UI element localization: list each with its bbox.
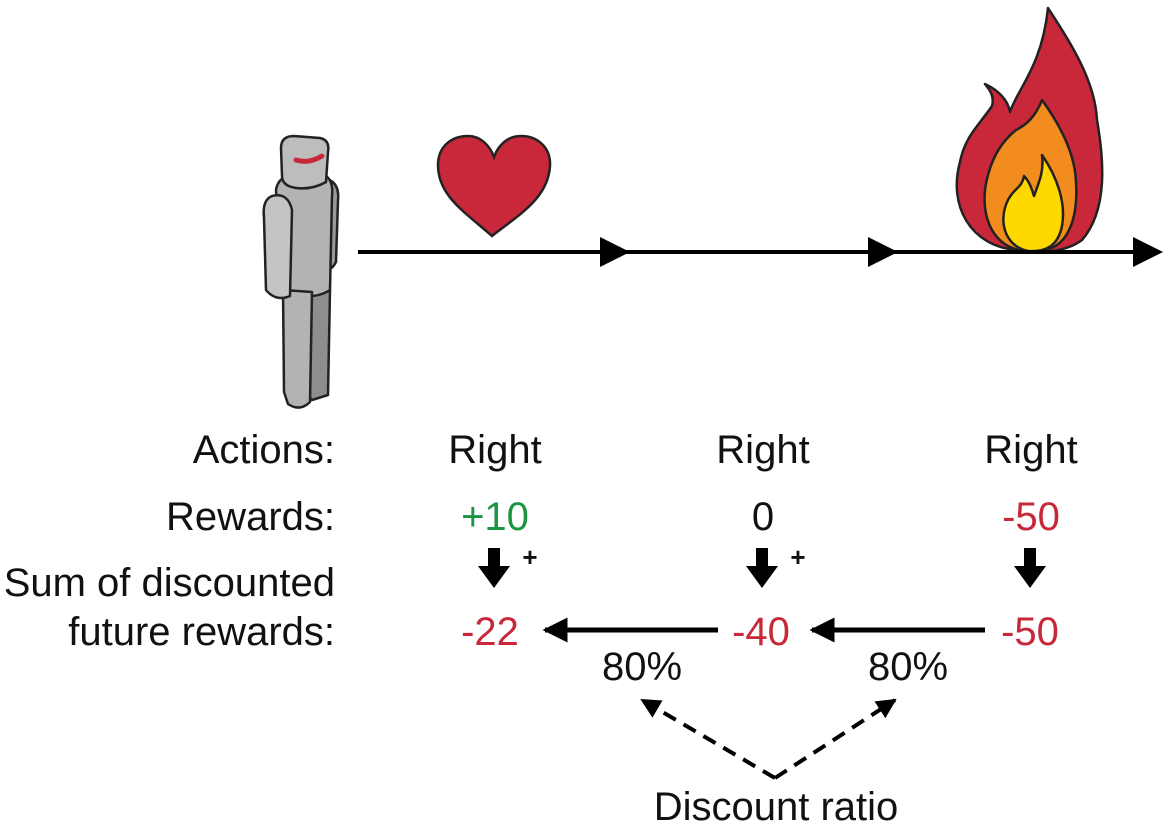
robot-agent-icon (262, 134, 340, 409)
timeline-arrowhead (868, 237, 898, 267)
step2-action: Right (716, 428, 809, 472)
step1-reward: +10 (461, 495, 529, 539)
step3-down-arrow (1014, 548, 1046, 588)
discount-pointer-right (773, 698, 897, 780)
step2-plus: + (790, 542, 805, 572)
sum-label-line2: future rewards: (68, 610, 335, 654)
step1-plus: + (522, 542, 537, 572)
step2-down-arrow (746, 548, 778, 588)
sum-label-line1: Sum of discounted (4, 561, 335, 605)
step3-action: Right (984, 428, 1077, 472)
step2-sum: -40 (732, 610, 790, 654)
rewards-label: Rewards: (166, 495, 335, 539)
discount-ratio-label: Discount ratio (654, 785, 899, 829)
step1-action: Right (448, 428, 541, 472)
timeline-arrowhead (600, 237, 630, 267)
fire-icon (955, 6, 1104, 254)
discount-label-2: 80% (868, 645, 948, 689)
step1-down-arrow (478, 548, 510, 588)
step3-reward: -50 (1002, 495, 1060, 539)
discount-label-1: 80% (602, 645, 682, 689)
step2-reward: 0 (752, 495, 774, 539)
step1-sum: -22 (461, 610, 519, 654)
discount-pointer-left (640, 698, 777, 780)
actions-label: Actions: (193, 428, 335, 472)
heart-icon (436, 134, 552, 238)
timeline-arrowhead (1133, 237, 1163, 267)
step3-sum: -50 (1001, 610, 1059, 654)
timeline (358, 237, 1163, 267)
